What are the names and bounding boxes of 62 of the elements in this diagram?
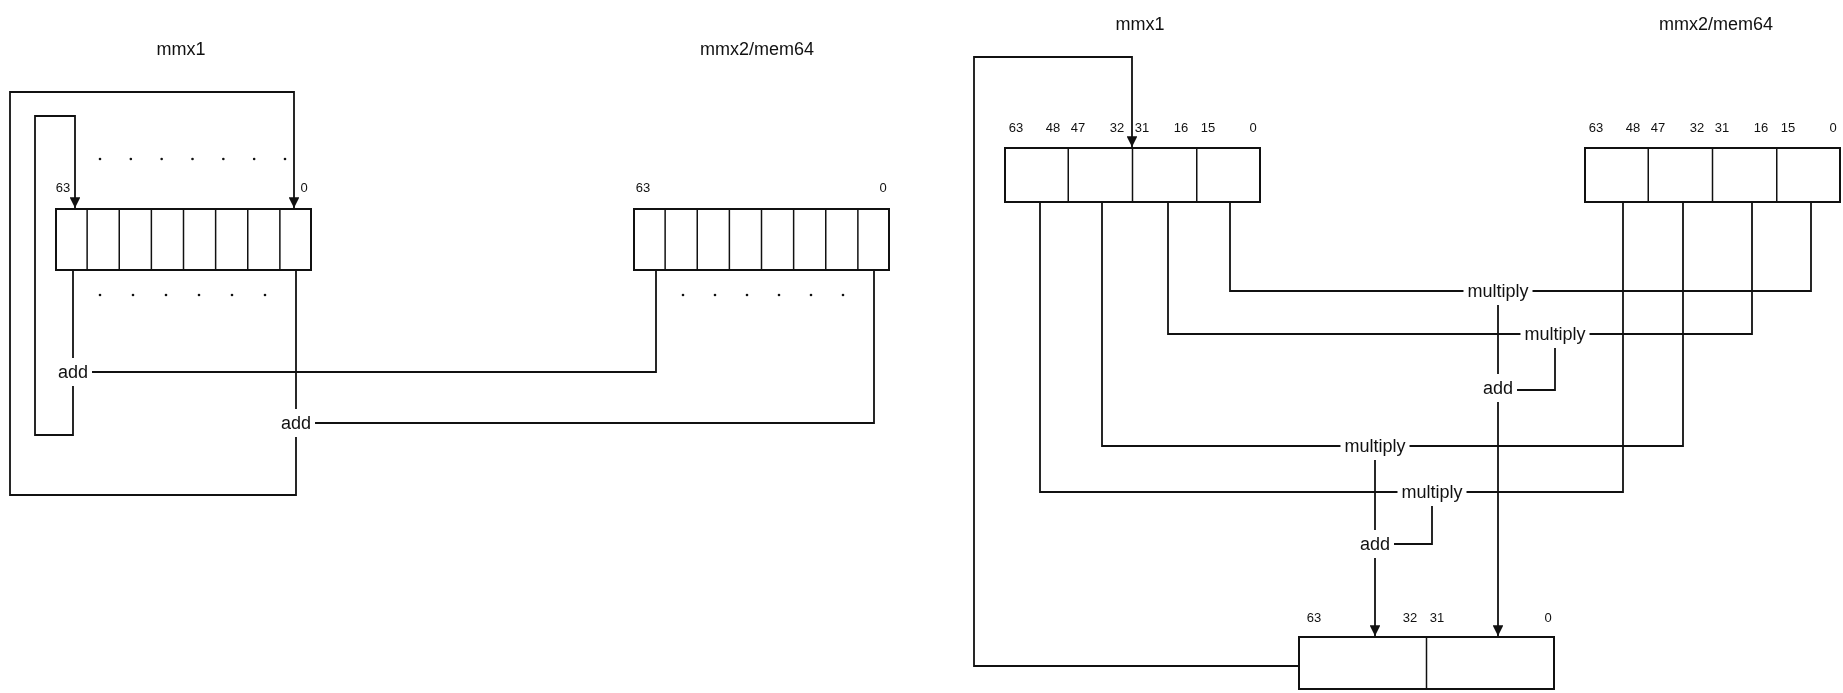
register-box [633,208,890,271]
connector-line [1516,347,1556,391]
connector-line [91,270,657,373]
operation-label: multiply [1344,436,1406,456]
operation-label: multiply [1401,482,1463,502]
register-box [1004,147,1261,203]
bit-number: 63 [1306,609,1322,625]
connector-line [1408,202,1684,447]
connector-line [1167,202,1522,335]
connector-line [1101,202,1342,447]
bit-number: 32 [1689,119,1705,135]
register-name: mmx1 [1115,13,1165,35]
arrow [9,91,300,496]
arrow [973,56,1299,667]
bit-number: 16 [1173,119,1189,135]
connector-line [1039,202,1399,493]
bit-number: 0 [1544,609,1552,625]
connector-line [1588,202,1753,335]
operation-label: add [1483,378,1513,398]
connector-line [1374,459,1376,531]
bit-number: 48 [1625,119,1641,135]
bit-number: 47 [1070,119,1086,135]
connector-line [1229,202,1465,292]
arrow [1492,401,1504,637]
operation-label: add [281,413,311,433]
register-name: mmx1 [156,38,206,60]
connector-line [1465,202,1624,493]
bit-number: 63 [1008,119,1024,135]
register-box [1298,636,1555,690]
bit-number: 31 [1134,119,1150,135]
bit-number: 31 [1429,609,1445,625]
register-name: mmx2/mem64 [700,38,814,60]
arrow [1369,557,1381,637]
register-box [1584,147,1841,203]
bit-number: 0 [1829,119,1837,135]
bit-number: 48 [1045,119,1061,135]
connector-line [295,270,297,410]
bit-number: 63 [635,179,651,195]
connector-line [1497,304,1499,375]
register-box [55,208,312,271]
connector-line [314,270,875,424]
bit-number: 0 [879,179,887,195]
bit-number: 32 [1109,119,1125,135]
connector-line [1393,505,1433,545]
bit-number: 0 [1249,119,1257,135]
connector-line [72,270,74,359]
connector-line [1531,202,1812,292]
bit-number: 15 [1200,119,1216,135]
register-name: mmx2/mem64 [1659,13,1773,35]
bit-number: 63 [1588,119,1604,135]
bit-number: 63 [55,179,71,195]
operation-label: multiply [1467,281,1529,301]
arrow [34,115,81,436]
bit-number: 47 [1650,119,1666,135]
bit-number: 16 [1753,119,1769,135]
operation-label: add [58,362,88,382]
bit-number: 15 [1780,119,1796,135]
operation-label: multiply [1524,324,1586,344]
bit-number: 31 [1714,119,1730,135]
bit-number: 32 [1402,609,1418,625]
operation-label: add [1360,534,1390,554]
bit-number: 0 [300,179,308,195]
